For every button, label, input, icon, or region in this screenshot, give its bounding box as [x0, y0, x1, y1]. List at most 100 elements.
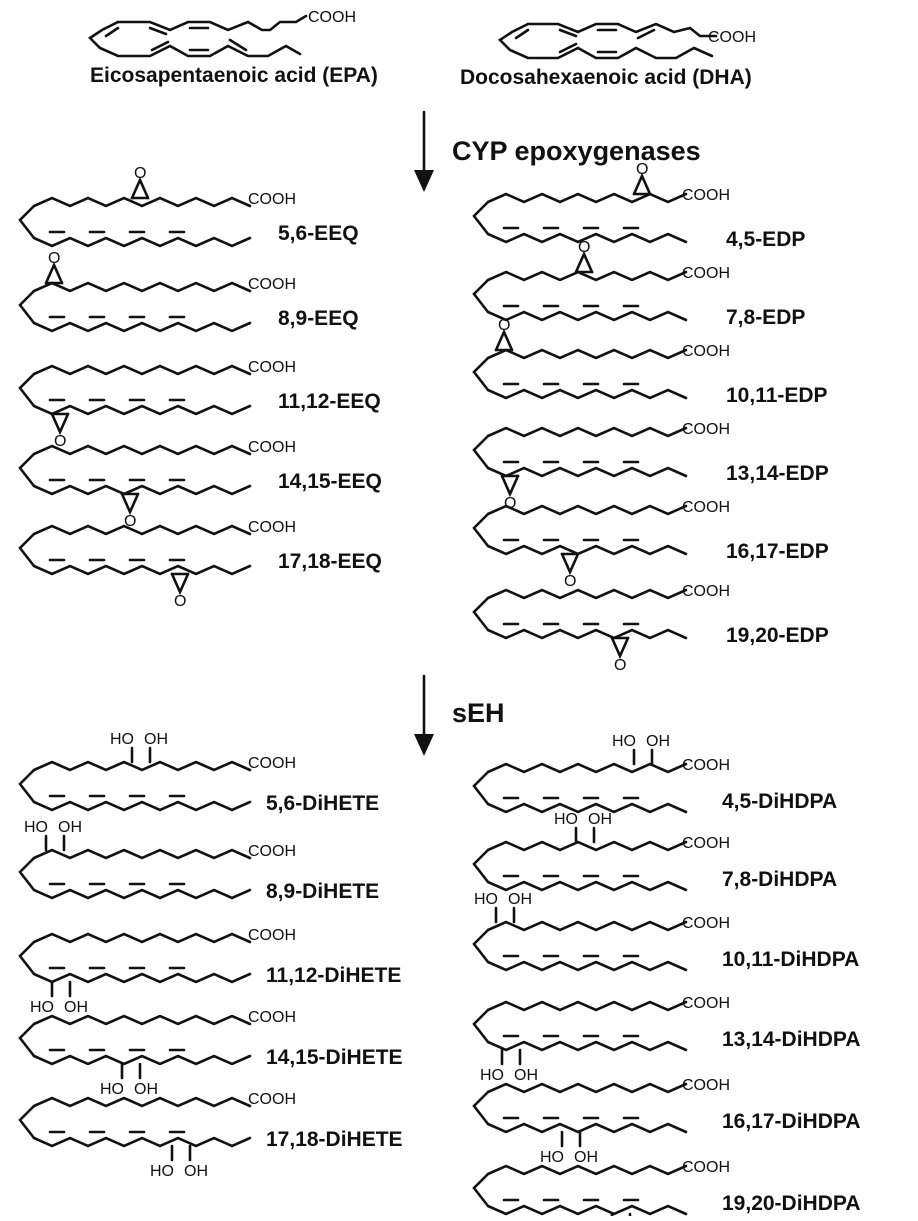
diol-structure: HO OH COOH 5,6-DiHETE — [18, 731, 379, 815]
dha-name: Docosahexaenoic acid (DHA) — [460, 66, 752, 89]
epoxide-oxygen-label: O — [54, 433, 66, 450]
compound-name: 5,6-EEQ — [278, 222, 359, 245]
epoxide-oxygen-label: O — [124, 513, 136, 530]
hydroxyl-label: OH — [574, 1149, 598, 1166]
compound-name: 4,5-DiHDPA — [722, 790, 837, 813]
cooh-label: COOH — [682, 757, 730, 774]
hydroxyl-label: HO — [474, 891, 498, 908]
hydroxyl-label: OH — [58, 819, 82, 836]
epa-name: Eicosapentaenoic acid (EPA) — [90, 64, 378, 87]
hydroxyl-label: OH — [134, 1081, 158, 1098]
compound-name: 7,8-DiHDPA — [722, 868, 837, 891]
cooh-label: COOH — [248, 519, 296, 536]
epoxide-oxygen-label: O — [636, 161, 648, 178]
epoxide-oxygen-label: O — [498, 317, 510, 334]
cooh-label: COOH — [682, 421, 730, 438]
hydroxyl-label: HO — [540, 1149, 564, 1166]
compound-name: 14,15-EEQ — [278, 470, 382, 493]
hydroxyl-label: OH — [184, 1163, 208, 1180]
cooh-label: COOH — [682, 995, 730, 1012]
compound-name: 16,17-DiHDPA — [722, 1110, 861, 1133]
hydroxyl-label: HO — [150, 1163, 174, 1180]
epoxide-structure: O COOH 17,18-EEQ — [18, 519, 382, 610]
compound-name: 5,6-DiHETE — [266, 792, 379, 815]
cooh-label: COOH — [682, 583, 730, 600]
epoxide-structure: O COOH 4,5-EDP — [472, 161, 805, 251]
hydroxyl-label: OH — [646, 733, 670, 750]
dha-cooh-label: COOH — [708, 29, 756, 46]
epoxide-oxygen-label: O — [578, 239, 590, 256]
hydroxyl-label: OH — [514, 1067, 538, 1084]
hydroxyl-label: HO — [612, 733, 636, 750]
compound-name: 14,15-DiHETE — [266, 1046, 403, 1069]
cooh-label: COOH — [248, 927, 296, 944]
cooh-label: COOH — [248, 191, 296, 208]
cooh-label: COOH — [248, 843, 296, 860]
epoxide-structure: O COOH 19,20-EDP — [472, 583, 829, 674]
seh-label: sEH — [452, 698, 505, 728]
compound-name: 8,9-DiHETE — [266, 880, 379, 903]
cooh-label: COOH — [682, 265, 730, 282]
hydroxyl-label: HO — [100, 1081, 124, 1098]
epoxide-oxygen-label: O — [614, 657, 626, 674]
cooh-label: COOH — [248, 359, 296, 376]
cooh-label: COOH — [682, 1159, 730, 1176]
epoxide-oxygen-label: O — [134, 165, 146, 182]
diol-structure: HOOHCOOH19,20-DiHDPA — [472, 1159, 861, 1221]
diol-structure: HO OH COOH 13,14-DiHDPA — [472, 995, 861, 1084]
hydroxyl-label: HO — [554, 811, 578, 828]
cooh-label: COOH — [248, 276, 296, 293]
compound-name: 13,14-DiHDPA — [722, 1028, 861, 1051]
dha-structure: COOH — [497, 22, 756, 60]
compound-name: 10,11-EDP — [726, 384, 828, 407]
cooh-label: COOH — [682, 499, 730, 516]
compound-name: 11,12-DiHETE — [266, 964, 401, 987]
diol-structure: HO OH COOH 16,17-DiHDPA — [472, 1077, 861, 1166]
metabolite-structures: OCOOH5,6-EEQOCOOH8,9-EEQOCOOH11,12-EEQOC… — [18, 161, 861, 1221]
hydroxyl-label: HO — [24, 819, 48, 836]
compound-name: 17,18-EEQ — [278, 550, 382, 573]
diol-structure: HO OH COOH 4,5-DiHDPA — [472, 733, 837, 814]
epoxide-structure: O COOH 7,8-EDP — [472, 239, 805, 329]
epoxide-structure: O COOH 8,9-EEQ — [18, 250, 359, 333]
epoxide-oxygen-label: O — [48, 250, 60, 267]
compound-name: 17,18-DiHETE — [266, 1128, 403, 1151]
compound-name: 4,5-EDP — [726, 228, 805, 251]
diol-structure: HO OH COOH 11,12-DiHETE — [18, 927, 401, 1016]
epoxide-oxygen-label: O — [174, 593, 186, 610]
cooh-label: COOH — [682, 835, 730, 852]
hydroxyl-label: HO — [480, 1067, 504, 1084]
seh-arrow — [414, 674, 434, 756]
compound-name: 13,14-EDP — [726, 462, 829, 485]
compound-name: 16,17-EDP — [726, 540, 829, 563]
hydroxyl-label: HO — [30, 999, 54, 1016]
cooh-label: COOH — [248, 755, 296, 772]
compound-name: 8,9-EEQ — [278, 307, 359, 330]
compound-name: 19,20-EDP — [726, 624, 829, 647]
hydroxyl-label: OH — [64, 999, 88, 1016]
cooh-label: COOH — [682, 1077, 730, 1094]
hydroxyl-label: OH — [144, 731, 168, 748]
compound-name: 7,8-EDP — [726, 306, 805, 329]
epa-structure: COOH — [87, 9, 356, 58]
diol-structure: HO OH COOH 8,9-DiHETE — [18, 819, 379, 903]
epoxide-structure: O COOH 5,6-EEQ — [18, 165, 359, 248]
epoxide-structure: O COOH 10,11-EDP — [472, 317, 828, 407]
hydroxyl-label: OH — [508, 891, 532, 908]
compound-name: 19,20-DiHDPA — [722, 1192, 861, 1215]
cooh-label: COOH — [682, 187, 730, 204]
epa-cooh-label: COOH — [308, 9, 356, 26]
compound-name: 10,11-DiHDPA — [722, 948, 859, 971]
cooh-label: COOH — [682, 343, 730, 360]
hydroxyl-label: HO — [110, 731, 134, 748]
